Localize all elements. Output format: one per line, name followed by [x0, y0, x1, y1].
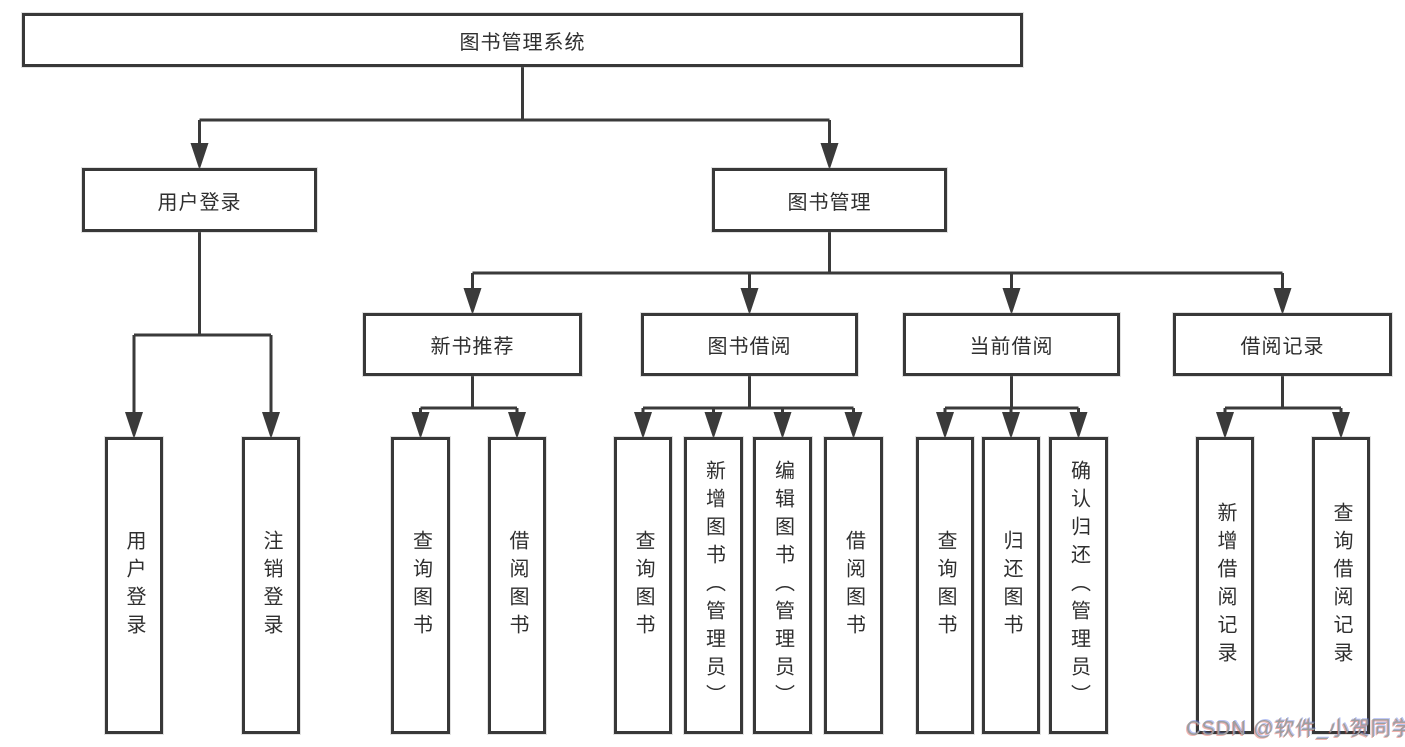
watermark: CSDN @软件_小贺同学 — [1186, 718, 1405, 740]
node-c-confirm: 确认归还（管理员） — [1049, 437, 1108, 734]
node-r-query: 查询借阅记录 — [1312, 437, 1370, 734]
arrowhead-icon — [704, 412, 723, 439]
arrowhead-icon — [125, 412, 143, 439]
node-login: 用户登录 — [82, 168, 317, 232]
node-records: 借阅记录 — [1173, 313, 1392, 376]
node-root: 图书管理系统 — [22, 13, 1023, 67]
node-nr-borrow: 借阅图书 — [488, 437, 546, 734]
node-login-logout: 注销登录 — [242, 437, 300, 734]
node-login-user: 用户登录 — [105, 437, 163, 734]
node-b-borrow: 借阅图书 — [824, 437, 883, 734]
arrowhead-icon — [262, 412, 280, 439]
arrowhead-icon — [844, 412, 863, 439]
arrowhead-icon — [634, 412, 652, 439]
node-nr-query: 查询图书 — [391, 437, 450, 734]
arrowhead-icon — [740, 288, 759, 315]
arrowhead-icon — [1002, 412, 1020, 439]
arrowhead-icon — [1216, 412, 1234, 439]
arrowhead-icon — [1273, 288, 1292, 315]
arrowhead-icon — [820, 143, 839, 170]
arrowhead-icon — [1069, 412, 1088, 439]
arrowhead-icon — [773, 412, 792, 439]
node-b-edit: 编辑图书（管理员） — [753, 437, 812, 734]
node-c-query: 查询图书 — [916, 437, 974, 734]
arrowhead-icon — [508, 412, 526, 439]
node-b-query: 查询图书 — [614, 437, 672, 734]
node-current: 当前借阅 — [903, 313, 1120, 376]
node-c-return: 归还图书 — [982, 437, 1040, 734]
node-mgmt: 图书管理 — [712, 168, 947, 232]
arrowhead-icon — [1332, 412, 1350, 439]
node-borrow: 图书借阅 — [641, 313, 858, 376]
node-r-add: 新增借阅记录 — [1196, 437, 1254, 734]
node-b-add: 新增图书（管理员） — [684, 437, 743, 734]
arrowhead-icon — [936, 412, 954, 439]
arrowhead-icon — [1002, 288, 1021, 315]
node-new-rec: 新书推荐 — [363, 313, 582, 376]
arrowhead-icon — [190, 143, 209, 170]
arrowhead-icon — [411, 412, 430, 439]
arrowhead-icon — [463, 288, 482, 315]
